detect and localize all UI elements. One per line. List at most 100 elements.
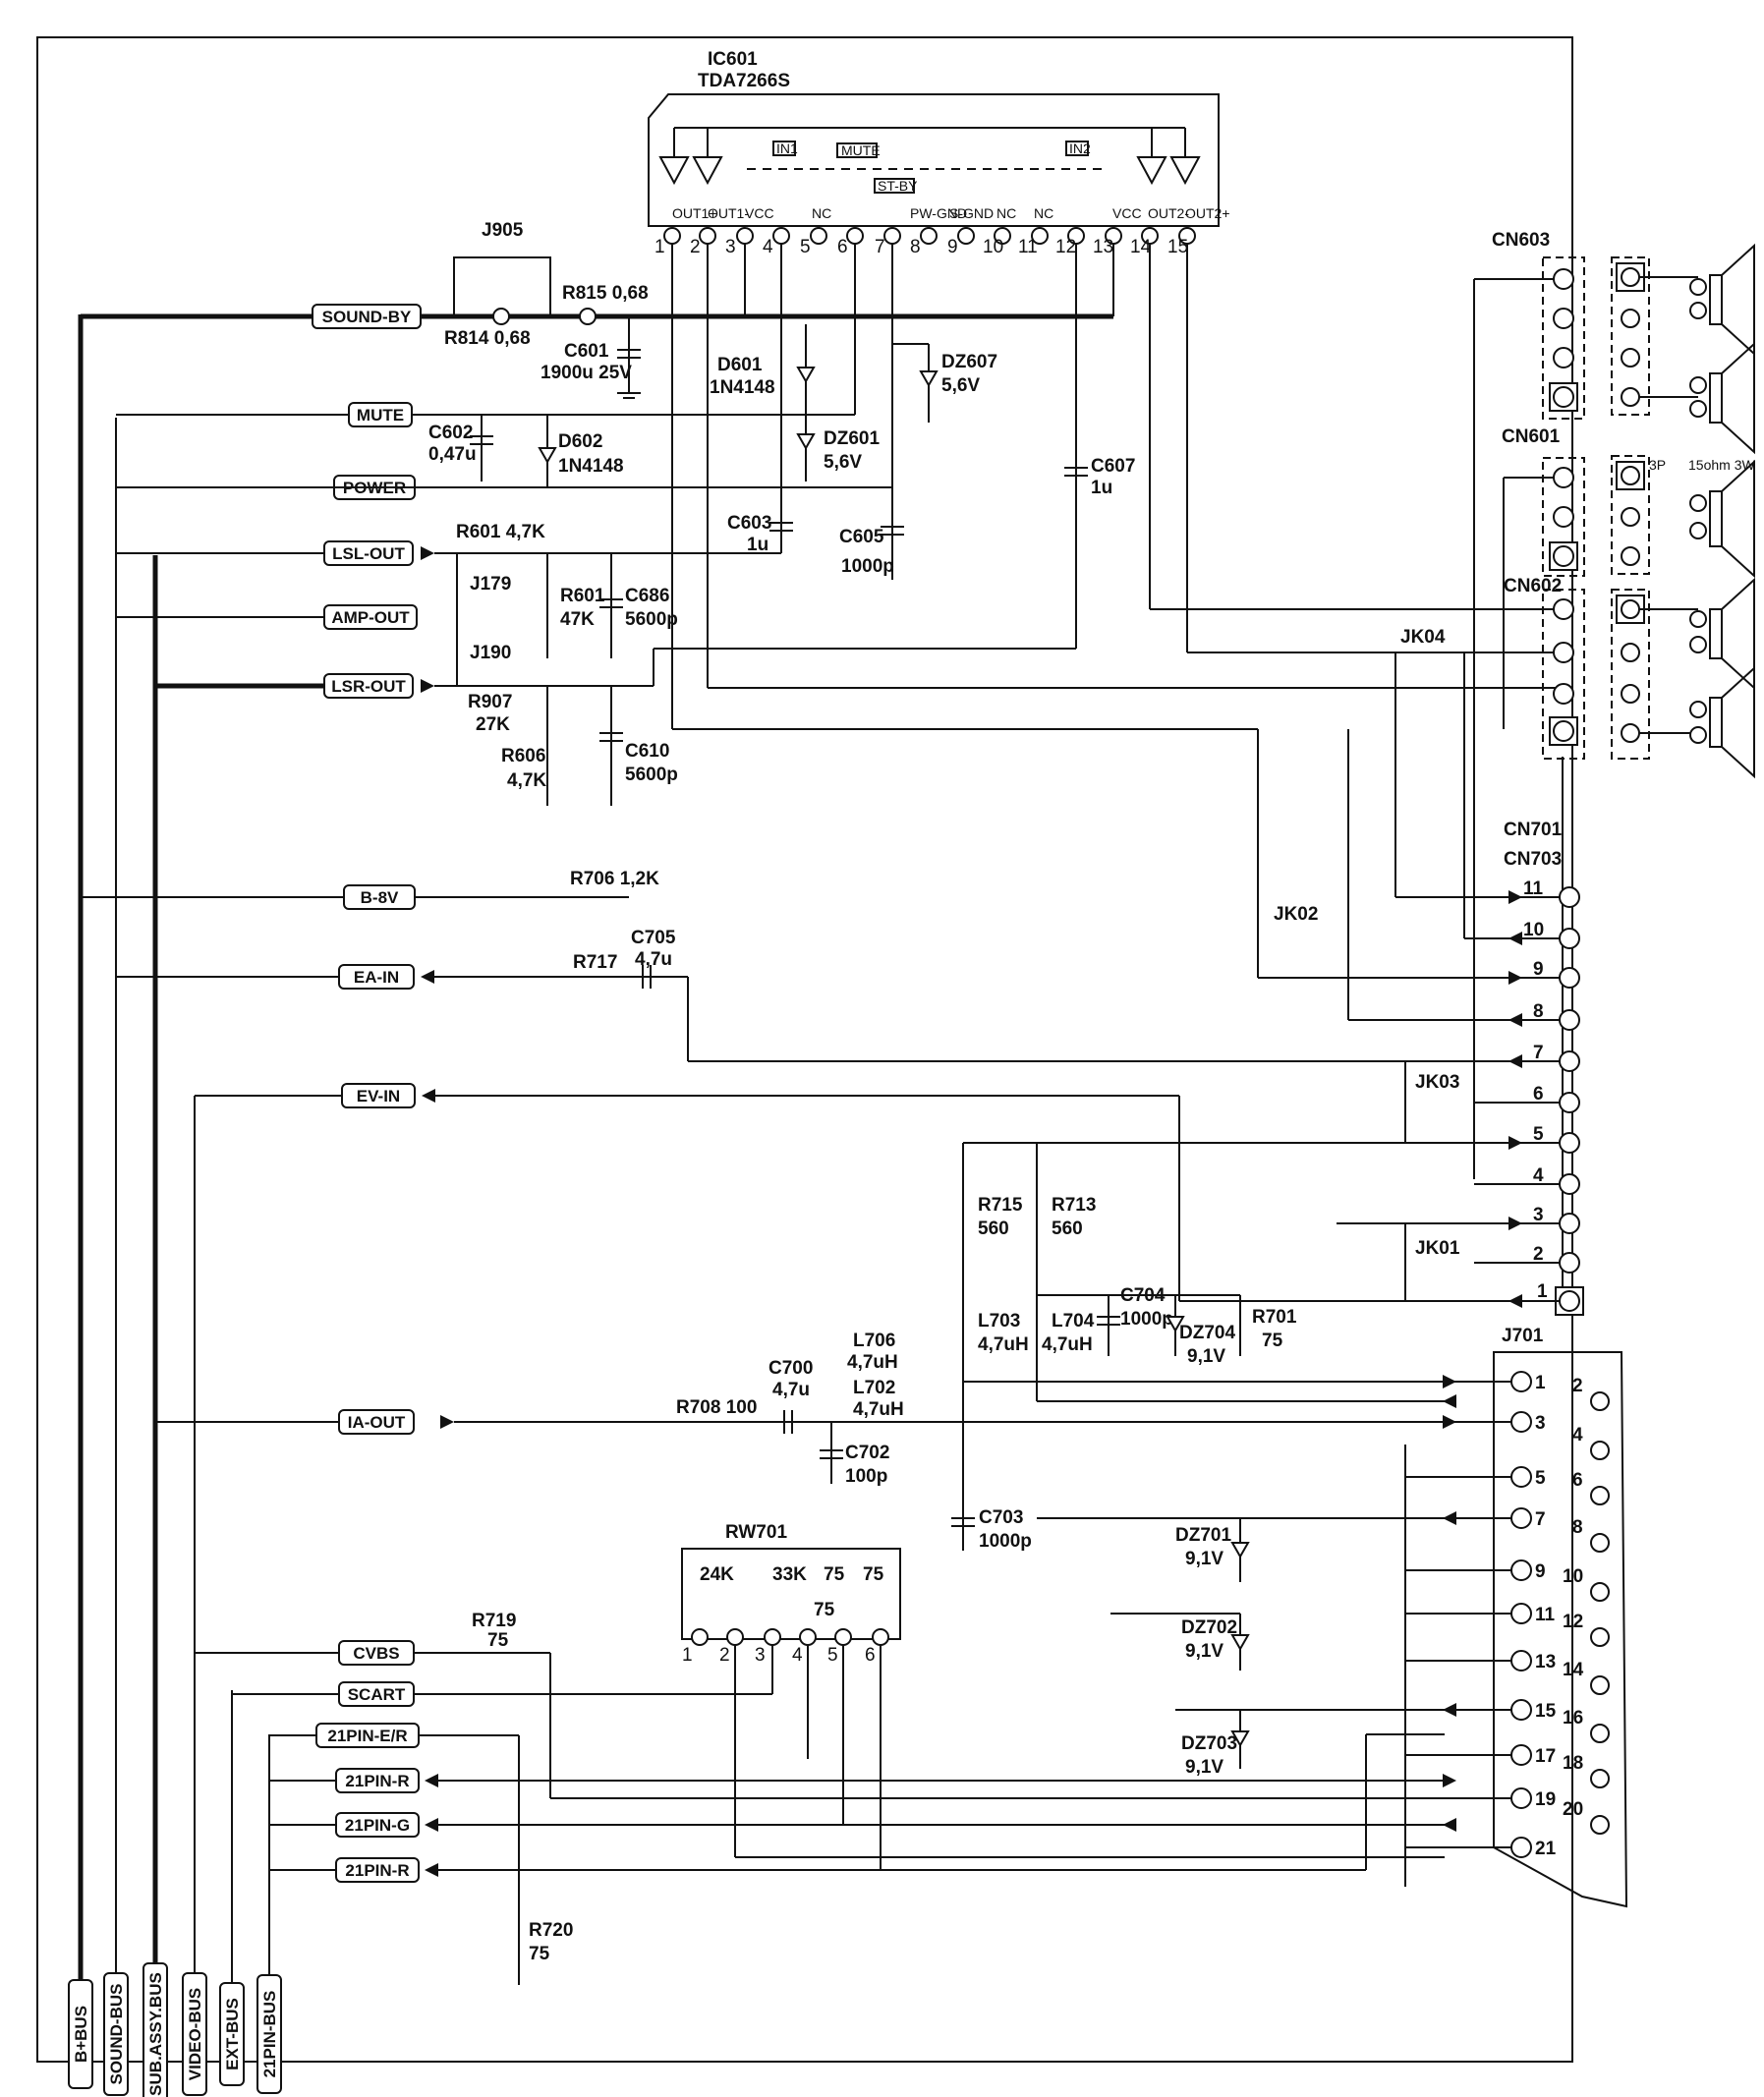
svg-text:SOUND-BUS: SOUND-BUS — [107, 1984, 126, 2085]
svg-text:1u: 1u — [1091, 478, 1112, 498]
svg-text:DZ601: DZ601 — [824, 428, 880, 449]
svg-text:B+BUS: B+BUS — [72, 2006, 90, 2063]
svg-text:VCC: VCC — [1112, 205, 1142, 221]
svg-text:4: 4 — [792, 1645, 803, 1666]
svg-text:4: 4 — [1533, 1165, 1544, 1186]
svg-text:75: 75 — [487, 1630, 509, 1651]
svg-text:J190: J190 — [470, 643, 511, 663]
svg-text:20: 20 — [1563, 1799, 1583, 1820]
svg-text:SOUND-BY: SOUND-BY — [322, 308, 412, 326]
svg-text:C704: C704 — [1120, 1285, 1166, 1306]
svg-text:JK03: JK03 — [1415, 1072, 1459, 1093]
speaker-icon — [1709, 577, 1755, 691]
speaker-icon — [1709, 665, 1755, 779]
svg-text:DZ701: DZ701 — [1175, 1525, 1231, 1546]
svg-text:9,1V: 9,1V — [1185, 1757, 1223, 1778]
zener-clamps: DZ701 9,1V DZ702 9,1V DZ703 9,1V — [1037, 1511, 1456, 1778]
svg-text:B-8V: B-8V — [361, 888, 399, 907]
svg-text:2: 2 — [690, 237, 701, 257]
svg-text:24K: 24K — [700, 1564, 734, 1585]
svg-text:1N4148: 1N4148 — [558, 456, 624, 477]
svg-text:10: 10 — [983, 237, 1003, 257]
svg-text:100p: 100p — [845, 1466, 887, 1487]
svg-text:EV-IN: EV-IN — [357, 1087, 400, 1105]
svg-text:7: 7 — [1533, 1043, 1544, 1063]
speaker-icon — [1709, 459, 1755, 579]
svg-text:C602: C602 — [428, 423, 473, 443]
svg-text:EXT-BUS: EXT-BUS — [223, 1998, 242, 2070]
svg-text:1u: 1u — [747, 535, 768, 555]
svg-text:NC: NC — [996, 205, 1016, 221]
svg-text:10: 10 — [1523, 920, 1544, 940]
svg-text:1000p: 1000p — [979, 1531, 1032, 1552]
svg-text:13: 13 — [1535, 1652, 1556, 1672]
svg-text:R717: R717 — [573, 952, 617, 973]
svg-text:5,6V: 5,6V — [941, 375, 980, 396]
svg-text:11: 11 — [1535, 1605, 1556, 1625]
svg-text:D602: D602 — [558, 431, 602, 452]
svg-text:33K: 33K — [772, 1564, 807, 1585]
svg-text:4,7uH: 4,7uH — [978, 1334, 1029, 1355]
power-rail: J905 R815 0,68 R814 0,68 C601 1900u 25V — [444, 220, 1114, 399]
svg-text:6: 6 — [1533, 1084, 1544, 1105]
amp-triangle-icon — [692, 156, 723, 186]
svg-text:IA-OUT: IA-OUT — [348, 1413, 406, 1432]
svg-text:3: 3 — [1533, 1205, 1544, 1225]
svg-text:R720: R720 — [529, 1920, 573, 1941]
bus-label-lsr-out: LSR-OUT — [155, 673, 434, 699]
bus-label-sound-by: SOUND-BY — [81, 304, 472, 329]
bus-label-21pin-g: 21PIN-G — [269, 1812, 438, 1838]
svg-text:S-GND: S-GND — [949, 205, 994, 221]
svg-text:6: 6 — [837, 237, 848, 257]
svg-text:C705: C705 — [631, 928, 676, 948]
svg-text:C610: C610 — [625, 741, 669, 762]
svg-text:9,1V: 9,1V — [1185, 1549, 1223, 1569]
bus-label-21pin-r-2: 21PIN-R — [269, 1857, 438, 1883]
svg-text:5: 5 — [1535, 1468, 1546, 1489]
svg-text:R907: R907 — [468, 692, 512, 712]
svg-text:560: 560 — [1052, 1219, 1083, 1239]
connector-cn701-cn703: CN701 CN703 11 10 9 8 7 6 5 4 3 2 1 — [687, 757, 1584, 1316]
speaker-assembly: 3P 15ohm 3W — [1611, 243, 1755, 779]
svg-text:L704: L704 — [1052, 1311, 1095, 1332]
svg-text:2: 2 — [1572, 1376, 1583, 1396]
svg-text:MUTE: MUTE — [357, 406, 404, 425]
svg-text:11: 11 — [1018, 237, 1038, 257]
svg-text:VIDEO-BUS: VIDEO-BUS — [186, 1988, 204, 2080]
svg-text:CVBS: CVBS — [353, 1644, 399, 1663]
svg-text:4,7K: 4,7K — [507, 770, 546, 791]
svg-text:ST-BY: ST-BY — [878, 178, 918, 194]
svg-text:0,47u: 0,47u — [428, 444, 477, 465]
svg-text:8: 8 — [910, 237, 921, 257]
svg-text:OUT2-: OUT2- — [1148, 205, 1189, 221]
svg-text:5: 5 — [1533, 1124, 1544, 1145]
svg-text:IN2: IN2 — [1069, 141, 1091, 156]
svg-text:R606: R606 — [501, 746, 545, 766]
svg-text:4,7uH: 4,7uH — [1042, 1334, 1093, 1355]
svg-text:D601: D601 — [717, 355, 763, 375]
svg-text:9,1V: 9,1V — [1187, 1346, 1225, 1367]
svg-text:12: 12 — [1055, 237, 1076, 257]
svg-text:C605: C605 — [839, 527, 884, 547]
svg-text:4,7u: 4,7u — [772, 1380, 810, 1400]
bus-label-21pin-r-1: 21PIN-R — [269, 1768, 438, 1793]
svg-text:6: 6 — [1572, 1470, 1583, 1491]
scart-wiring: R719 75 R720 75 — [414, 1611, 1456, 1985]
svg-text:11: 11 — [1523, 878, 1544, 899]
svg-text:4: 4 — [1572, 1425, 1583, 1445]
svg-text:9: 9 — [1535, 1561, 1546, 1582]
connector-cn601: CN601 — [1502, 426, 1585, 729]
svg-text:18: 18 — [1563, 1753, 1583, 1774]
svg-text:14: 14 — [1563, 1660, 1584, 1680]
svg-text:7: 7 — [875, 237, 885, 257]
svg-text:DZ704: DZ704 — [1179, 1323, 1235, 1343]
svg-text:4: 4 — [763, 237, 773, 257]
vertical-buses — [78, 314, 1572, 2063]
svg-text:10: 10 — [1563, 1566, 1583, 1587]
svg-text:9,1V: 9,1V — [1185, 1641, 1223, 1662]
svg-text:9: 9 — [1533, 959, 1544, 980]
svg-text:19: 19 — [1535, 1789, 1556, 1810]
svg-text:C703: C703 — [979, 1507, 1023, 1528]
svg-text:JK04: JK04 — [1400, 627, 1446, 648]
svg-text:DZ702: DZ702 — [1181, 1617, 1237, 1638]
